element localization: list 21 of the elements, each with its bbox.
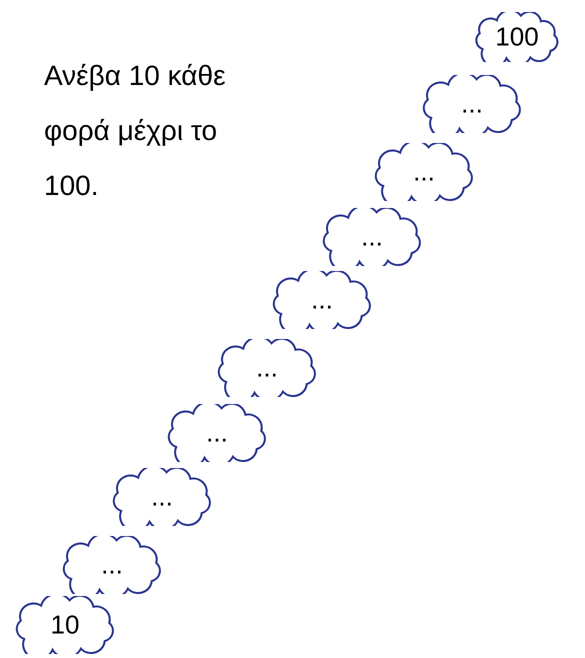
cloud [166, 404, 268, 462]
cloud [271, 271, 373, 329]
number-text: ... [412, 156, 436, 188]
number-text: ... [360, 222, 384, 252]
instruction-text: Ανέβα 10 κάθε φορά μέχρι το 100. [44, 59, 227, 203]
cloud [421, 75, 523, 133]
number-text: ... [100, 550, 124, 580]
cloud [321, 208, 423, 266]
number-text: ... [460, 88, 484, 120]
number-text: ... [255, 352, 279, 384]
number-text: 10 [50, 610, 80, 640]
cloud [216, 339, 318, 397]
cloud [373, 143, 475, 201]
cloud [14, 596, 116, 654]
number-text: ... [310, 284, 334, 316]
number-text: ... [205, 418, 229, 448]
cloud [61, 536, 163, 594]
number-text: ... [150, 482, 174, 512]
cloud [474, 12, 560, 62]
number-text: 100 [494, 22, 540, 52]
cloud [111, 468, 213, 526]
